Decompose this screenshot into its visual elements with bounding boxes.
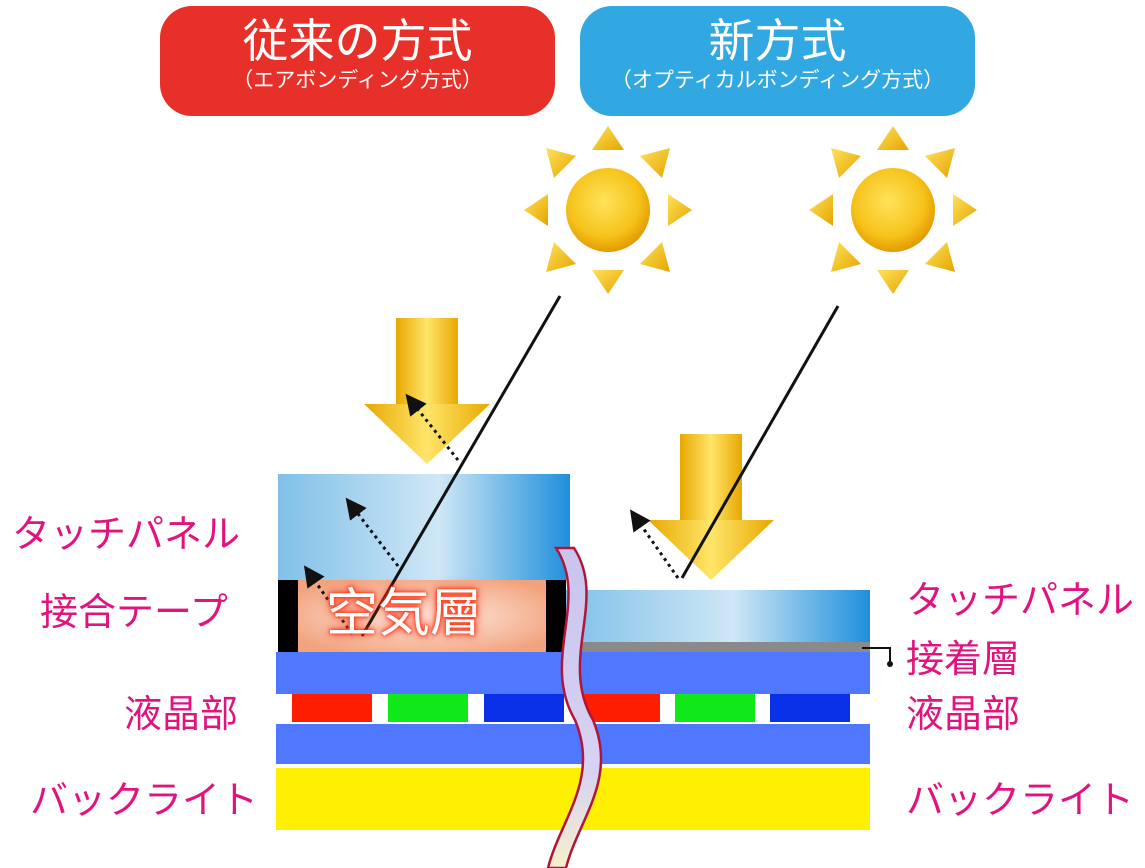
- left-pixel-red: [292, 694, 372, 722]
- sun-icon: [524, 126, 692, 294]
- air-layer-label: 空気層: [326, 584, 483, 644]
- conventional-method-subtitle: （エアボンディング方式）: [232, 68, 483, 92]
- left-bonding-tape-left: [278, 580, 298, 652]
- adhesive-layer: [566, 642, 870, 652]
- right-pixel-red: [580, 694, 660, 722]
- right-label-adhesive-layer: 接着層: [906, 637, 1021, 681]
- new-method-title: 新方式: [708, 14, 847, 68]
- conventional-method-badge: 従来の方式 （エアボンディング方式）: [160, 6, 555, 116]
- right-label-touch-panel: タッチパネル: [906, 578, 1135, 622]
- right-label-backlight: バックライト: [906, 778, 1135, 822]
- sunlight-ray-left: [360, 295, 562, 637]
- adhesive-leader-line: [862, 647, 891, 664]
- left-pixel-blue: [484, 694, 564, 722]
- left-backlight-layer: [276, 768, 566, 830]
- conventional-method-title: 従来の方式: [242, 14, 473, 68]
- right-label-lcd: 液晶部: [906, 692, 1021, 736]
- sunlight-ray-right: [680, 305, 840, 579]
- reflection-arrow-icon: [629, 509, 680, 579]
- new-method-badge: 新方式 （オプティカルボンディング方式）: [580, 6, 975, 116]
- left-lcd-bottom-glass: [276, 724, 566, 764]
- left-label-lcd: 液晶部: [124, 692, 239, 736]
- new-method-subtitle: （オプティカルボンディング方式）: [610, 68, 945, 92]
- right-lcd-top-glass: [566, 652, 870, 694]
- down-arrow-icon: [364, 318, 490, 464]
- down-arrow-icon: [648, 434, 774, 580]
- right-pixel-blue: [770, 694, 850, 722]
- right-backlight-layer: [566, 768, 870, 830]
- wavy-divider: [546, 546, 603, 868]
- right-lcd-bottom-glass: [566, 724, 870, 764]
- reflection-arrow-icon: [345, 497, 400, 567]
- reflection-arrow-icon: [303, 565, 354, 635]
- left-label-backlight: バックライト: [30, 778, 259, 822]
- left-lcd-top-glass: [276, 652, 566, 694]
- right-touch-panel: [566, 590, 870, 642]
- left-pixel-green: [388, 694, 468, 722]
- right-pixel-green: [675, 694, 755, 722]
- left-label-touch-panel: タッチパネル: [12, 512, 241, 556]
- left-bonding-tape-right: [546, 580, 566, 652]
- reflection-arrow-icon: [405, 393, 460, 461]
- left-label-bonding-tape: 接合テープ: [40, 590, 228, 634]
- sun-icon: [809, 126, 977, 294]
